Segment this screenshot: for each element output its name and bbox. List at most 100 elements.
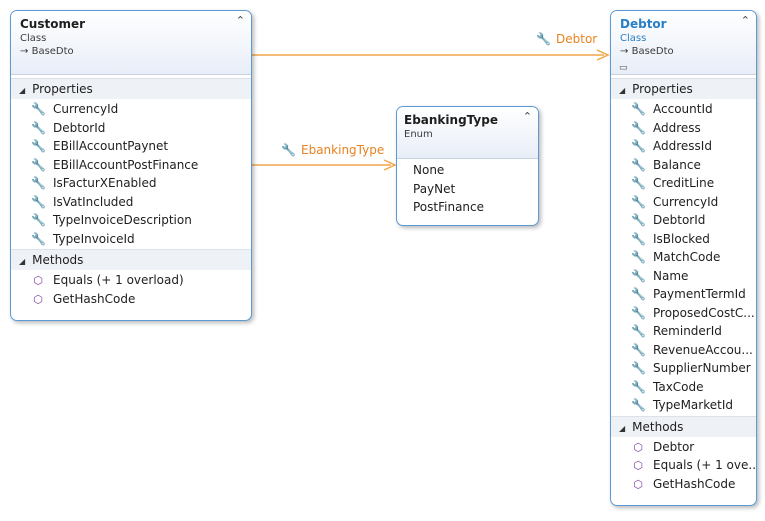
- enum-value[interactable]: None: [413, 163, 445, 177]
- wrench-icon: 🔧: [31, 157, 46, 172]
- method-cube-icon: ⬡: [633, 440, 643, 454]
- properties-list: 🔧AccountId 🔧Address 🔧AddressId 🔧Balance …: [611, 99, 756, 416]
- property-row[interactable]: 🔧DebtorId: [31, 119, 251, 138]
- property-row[interactable]: 🔧CurrencyId: [31, 100, 251, 119]
- wrench-icon: 🔧: [31, 102, 46, 116]
- property-row[interactable]: 🔧DebtorId: [631, 211, 756, 230]
- class-kind: Class: [620, 33, 647, 44]
- wrench-icon: 🔧: [631, 176, 646, 190]
- expand-triangle-icon: ◢: [19, 86, 26, 95]
- methods-list: ⬡Debtor ⬡Equals (+ 1 ove... ⬡GetHashCode: [611, 437, 756, 495]
- ebankingtype-connector-label[interactable]: 🔧EbankingType: [281, 143, 385, 157]
- property-row[interactable]: 🔧Address: [631, 119, 756, 138]
- enum-kind: Enum: [404, 129, 433, 140]
- debtor-class-box[interactable]: Debtor Class → BaseDto ▭ ⌃ ◢Properties 🔧…: [610, 10, 757, 506]
- customer-header[interactable]: Customer Class → BaseDto ⌃: [11, 11, 251, 75]
- methods-section-header[interactable]: ◢Methods: [11, 249, 251, 270]
- collapse-chevron-icon[interactable]: ⌃: [522, 110, 532, 123]
- inherit-arrow-icon: →: [620, 46, 629, 57]
- ebankingtype-arrowhead: [383, 159, 397, 171]
- wrench-icon: 🔧: [631, 342, 646, 357]
- wrench-icon: 🔧: [31, 231, 46, 246]
- method-cube-icon: ⬡: [33, 292, 43, 306]
- property-row[interactable]: 🔧IsFacturXEnabled: [31, 174, 251, 193]
- lollipop-icon: ▭: [619, 63, 628, 73]
- wrench-icon: 🔧: [631, 305, 646, 320]
- expand-triangle-icon: ◢: [619, 86, 626, 95]
- enum-title: EbankingType: [404, 113, 498, 127]
- wrench-icon: 🔧: [631, 324, 646, 338]
- method-row[interactable]: ⬡Equals (+ 1 overload): [31, 271, 251, 290]
- wrench-icon: 🔧: [31, 213, 46, 227]
- expand-triangle-icon: ◢: [619, 423, 626, 433]
- collapse-chevron-icon[interactable]: ⌃: [740, 14, 750, 27]
- wrench-icon: 🔧: [631, 398, 646, 412]
- property-row[interactable]: 🔧TaxCode: [631, 378, 756, 397]
- wrench-icon: 🔧: [536, 32, 551, 46]
- wrench-icon: 🔧: [281, 143, 296, 157]
- property-row[interactable]: 🔧MatchCode: [631, 248, 756, 267]
- method-row[interactable]: ⬡Equals (+ 1 ove...: [631, 456, 756, 475]
- enum-value[interactable]: PayNet: [413, 181, 456, 196]
- wrench-icon: 🔧: [31, 176, 46, 190]
- property-row[interactable]: 🔧TypeMarketId: [631, 396, 756, 415]
- property-row[interactable]: 🔧CurrencyId: [631, 193, 756, 212]
- wrench-icon: 🔧: [631, 287, 646, 301]
- properties-section-header[interactable]: ◢Properties: [611, 78, 756, 99]
- debtor-header[interactable]: Debtor Class → BaseDto ▭ ⌃: [611, 11, 756, 75]
- property-row[interactable]: 🔧TypeInvoiceId: [31, 230, 251, 249]
- property-row[interactable]: 🔧SupplierNumber: [631, 359, 756, 378]
- wrench-icon: 🔧: [631, 120, 646, 135]
- wrench-icon: 🔧: [631, 379, 646, 394]
- property-row[interactable]: 🔧IsBlocked: [631, 230, 756, 249]
- wrench-icon: 🔧: [31, 120, 46, 135]
- wrench-icon: 🔧: [631, 139, 646, 153]
- property-row[interactable]: 🔧TypeInvoiceDescription: [31, 211, 251, 230]
- debtor-connector-label[interactable]: 🔧Debtor: [536, 32, 598, 46]
- class-kind: Class: [20, 33, 47, 44]
- collapse-chevron-icon[interactable]: ⌃: [235, 14, 245, 27]
- properties-list: 🔧CurrencyId 🔧DebtorId 🔧EBillAccountPayne…: [11, 99, 251, 249]
- base-class: → BaseDto: [620, 46, 674, 57]
- methods-list: ⬡Equals (+ 1 overload) ⬡GetHashCode: [11, 270, 251, 309]
- class-title: Customer: [20, 17, 86, 31]
- base-class: → BaseDto: [20, 46, 74, 57]
- methods-section-header[interactable]: ◢Methods: [611, 415, 756, 437]
- property-row[interactable]: 🔧AddressId: [631, 137, 756, 156]
- method-row[interactable]: ⬡GetHashCode: [31, 290, 251, 309]
- expand-triangle-icon: ◢: [19, 257, 26, 266]
- wrench-icon: 🔧: [631, 102, 646, 116]
- wrench-icon: 🔧: [31, 139, 46, 153]
- method-row[interactable]: ⬡Debtor: [631, 438, 756, 457]
- property-row[interactable]: 🔧EBillAccountPostFinance: [31, 156, 251, 175]
- wrench-icon: 🔧: [631, 157, 646, 172]
- wrench-icon: 🔧: [631, 361, 646, 375]
- ebankingtype-enum-box[interactable]: EbankingType Enum ⌃ None PayNet PostFina…: [396, 106, 539, 226]
- property-row[interactable]: 🔧Name: [631, 267, 756, 286]
- method-cube-icon: ⬡: [33, 274, 43, 287]
- property-row[interactable]: 🔧AccountId: [631, 100, 756, 119]
- property-row[interactable]: 🔧RevenueAccou...: [631, 341, 756, 360]
- wrench-icon: 🔧: [631, 231, 646, 246]
- property-row[interactable]: 🔧PaymentTermId: [631, 285, 756, 304]
- method-cube-icon: ⬡: [633, 477, 643, 491]
- property-row[interactable]: 🔧ReminderId: [631, 322, 756, 341]
- properties-section-header[interactable]: ◢Properties: [11, 78, 251, 99]
- enum-value[interactable]: PostFinance: [413, 200, 485, 214]
- customer-class-box[interactable]: Customer Class → BaseDto ⌃ ◢Properties 🔧…: [10, 10, 252, 321]
- ebankingtype-header[interactable]: EbankingType Enum ⌃: [397, 107, 538, 159]
- property-row[interactable]: 🔧EBillAccountPaynet: [31, 137, 251, 156]
- property-row[interactable]: 🔧ProposedCostC...: [631, 304, 756, 323]
- wrench-icon: 🔧: [31, 194, 46, 209]
- wrench-icon: 🔧: [631, 268, 646, 283]
- wrench-icon: 🔧: [631, 213, 646, 227]
- property-row[interactable]: 🔧CreditLine: [631, 174, 756, 193]
- property-row[interactable]: 🔧Balance: [631, 156, 756, 175]
- debtor-arrowhead: [596, 49, 610, 61]
- method-row[interactable]: ⬡GetHashCode: [631, 475, 756, 494]
- enum-values-list: None PayNet PostFinance: [397, 159, 538, 217]
- method-cube-icon: ⬡: [633, 459, 643, 472]
- property-row[interactable]: 🔧IsVatIncluded: [31, 193, 251, 212]
- inherit-arrow-icon: →: [20, 46, 29, 57]
